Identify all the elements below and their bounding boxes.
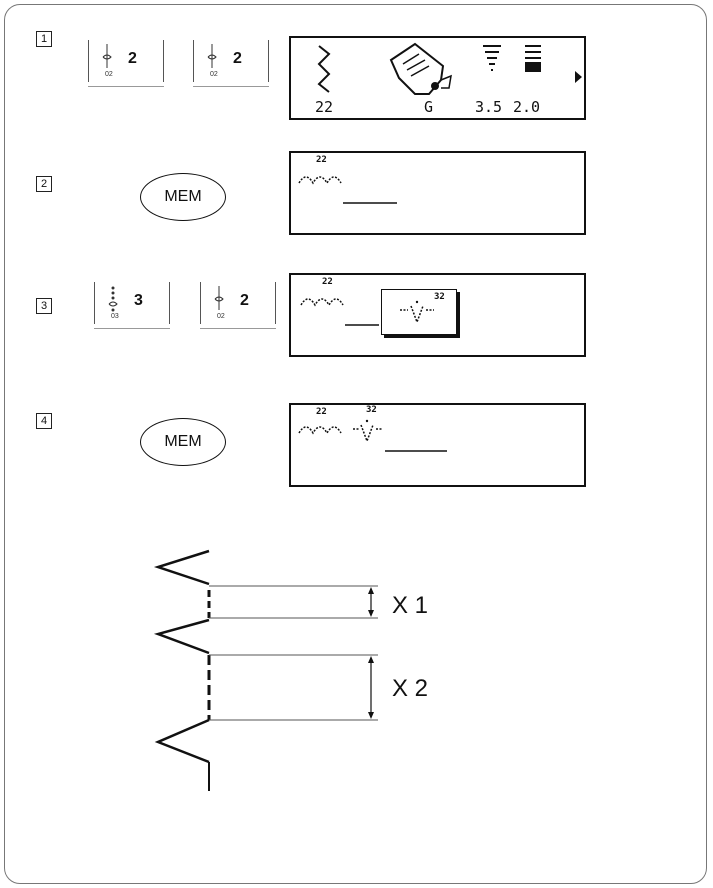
pattern-key-3a[interactable]: 3 03 (94, 279, 170, 329)
key-number: 2 (128, 50, 137, 67)
needle-pattern-icon (102, 44, 112, 68)
needle-pattern-icon (214, 286, 224, 310)
lcd1-stitch-width: 3.5 (475, 98, 503, 116)
zigzag-stitch-icon (317, 45, 331, 93)
mem-button-1[interactable]: MEM (140, 173, 226, 221)
key-sub-number: 02 (210, 71, 218, 78)
step-number-4: 4 (36, 413, 52, 429)
lcd4-pattern-number-1: 22 (316, 407, 327, 417)
decorative-stitch-icon (400, 300, 434, 325)
step-number-1: 1 (36, 31, 52, 47)
needle-pattern-icon (207, 44, 217, 68)
key-sub-number: 02 (105, 71, 113, 78)
lcd1-pattern-number: 22 (315, 98, 334, 116)
step-number-3: 3 (36, 298, 52, 314)
page-frame (4, 4, 707, 884)
pattern-22-icon (298, 176, 342, 185)
key-sub-number: 02 (217, 313, 225, 320)
selected-pattern-box: 32 (381, 289, 457, 335)
key-sub-number: 03 (111, 313, 119, 320)
pattern-key-3b[interactable]: 2 02 (200, 279, 276, 329)
stitch-width-icon (483, 45, 501, 71)
lcd4-pattern-number-2: 32 (366, 405, 377, 415)
key-number: 3 (134, 292, 143, 309)
label-x1: X 1 (392, 592, 429, 619)
lcd1-stitch-length: 2.0 (513, 98, 541, 116)
key-number: 2 (233, 50, 242, 67)
stitch-sequence (298, 419, 447, 452)
mem-button-2[interactable]: MEM (140, 418, 226, 466)
lcd-screen-3: 22 32 (289, 273, 586, 357)
lcd-screen-2: 22 (289, 151, 586, 235)
step-number-2: 2 (36, 176, 52, 192)
lcd2-pattern-number: 22 (316, 155, 327, 165)
label-x2: X 2 (392, 675, 429, 702)
pattern-key-1b[interactable]: 2 02 (193, 37, 269, 87)
lcd3-pattern-number: 22 (322, 277, 333, 287)
lcd1-presser-foot: G (424, 98, 434, 116)
pattern-22-icon (298, 426, 342, 435)
key-number: 2 (240, 292, 249, 309)
decorative-stitch-pattern-icon (108, 286, 118, 312)
lcd-screen-4: 22 32 (289, 403, 586, 487)
pattern-32-icon (353, 424, 383, 444)
pattern-key-1a[interactable]: 2 02 (88, 37, 164, 87)
stitch-sequence (298, 176, 397, 204)
presser-foot-icon (389, 42, 452, 95)
arrow-right-icon (575, 71, 582, 83)
lcd-screen-1: 22 G 3.5 2.0 (289, 36, 586, 120)
stitch-sequence (300, 298, 379, 326)
stitch-length-icon (525, 45, 541, 72)
lcd3-selected-number: 32 (434, 292, 445, 302)
pattern-22-icon (300, 298, 344, 307)
